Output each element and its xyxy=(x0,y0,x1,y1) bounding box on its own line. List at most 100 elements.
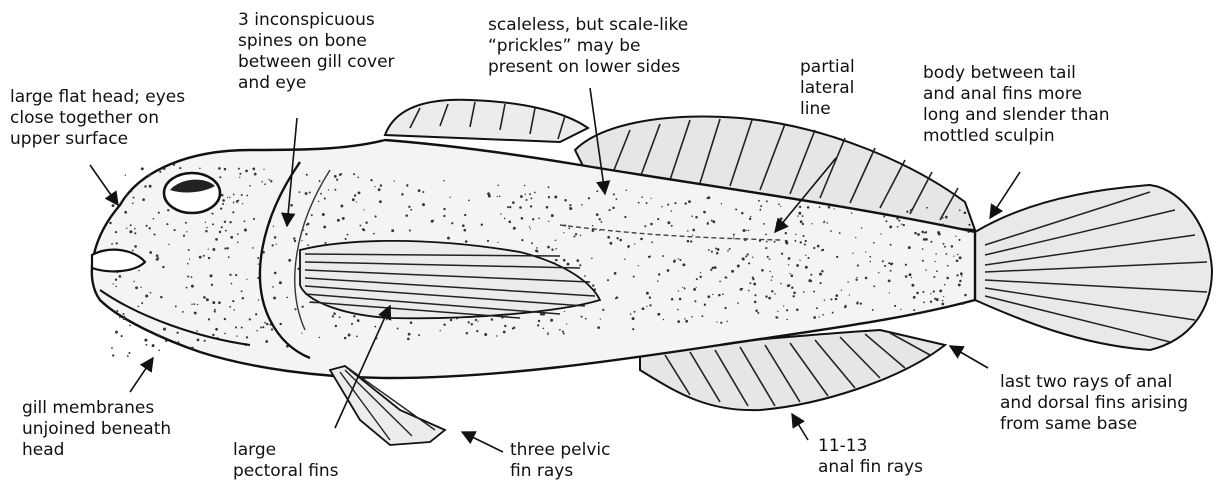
stipple-dot xyxy=(700,272,701,273)
stipple-dot xyxy=(936,270,938,272)
stipple-dot xyxy=(176,332,178,334)
stipple-dot xyxy=(898,220,900,222)
stipple-dot xyxy=(233,202,235,204)
stipple-dot xyxy=(958,283,961,286)
stipple-dot xyxy=(943,296,944,297)
stipple-dot xyxy=(612,207,614,209)
stipple-dot xyxy=(547,332,548,333)
stipple-dot xyxy=(795,234,796,235)
stipple-dot xyxy=(758,200,760,202)
stipple-dot xyxy=(246,195,248,197)
stipple-dot xyxy=(532,218,534,220)
stipple-dot xyxy=(799,206,801,208)
stipple-dot xyxy=(733,238,734,239)
stipple-dot xyxy=(205,222,206,223)
stipple-dot xyxy=(777,317,779,319)
stipple-dot xyxy=(521,217,524,220)
stipple-dot xyxy=(592,225,594,227)
stipple-dot xyxy=(141,302,143,304)
stipple-dot xyxy=(559,329,561,331)
stipple-dot xyxy=(755,309,758,312)
stipple-dot xyxy=(235,326,237,328)
stipple-dot xyxy=(563,232,564,233)
stipple-dot xyxy=(548,221,549,222)
stipple-dot xyxy=(309,192,311,194)
stipple-dot xyxy=(857,264,859,266)
stipple-dot xyxy=(568,227,570,229)
stipple-dot xyxy=(800,241,802,243)
stipple-dot xyxy=(823,221,825,223)
stipple-dot xyxy=(144,185,146,187)
stipple-dot xyxy=(133,281,134,282)
stipple-dot xyxy=(870,261,872,263)
stipple-dot xyxy=(905,275,908,278)
stipple-dot xyxy=(941,303,944,306)
stipple-dot xyxy=(126,228,127,229)
stipple-dot xyxy=(888,280,891,283)
stipple-dot xyxy=(166,223,168,225)
stipple-dot xyxy=(255,313,257,315)
stipple-dot xyxy=(205,230,207,232)
arrow-anal-rays-label xyxy=(792,414,808,440)
stipple-dot xyxy=(254,173,257,176)
stipple-dot xyxy=(794,240,796,242)
stipple-dot xyxy=(827,222,829,224)
stipple-dot xyxy=(182,311,184,313)
stipple-dot xyxy=(233,309,235,311)
stipple-dot xyxy=(942,217,944,219)
stipple-dot xyxy=(551,214,554,217)
stipple-dot xyxy=(563,333,565,335)
stipple-dot xyxy=(224,318,226,320)
stipple-dot xyxy=(273,297,276,300)
stipple-dot xyxy=(370,179,372,181)
stipple-dot xyxy=(708,249,710,251)
stipple-dot xyxy=(262,326,264,328)
stipple-dot xyxy=(294,240,296,242)
stipple-dot xyxy=(710,269,712,271)
stipple-dot xyxy=(942,300,944,302)
stipple-dot xyxy=(471,323,473,325)
stipple-dot xyxy=(112,354,114,356)
stipple-dot xyxy=(747,253,749,255)
stipple-dot xyxy=(126,193,128,195)
stipple-dot xyxy=(204,340,206,342)
stipple-dot xyxy=(334,175,337,178)
stipple-dot xyxy=(197,304,198,305)
stipple-dot xyxy=(258,263,259,264)
stipple-dot xyxy=(792,295,794,297)
stipple-dot xyxy=(375,215,377,217)
stipple-dot xyxy=(266,323,268,325)
stipple-dot xyxy=(749,282,751,284)
stipple-dot xyxy=(168,244,169,245)
stipple-dot xyxy=(306,174,308,176)
stipple-dot xyxy=(596,213,599,216)
label-lateral-line: partial lateral line xyxy=(800,57,855,120)
stipple-dot xyxy=(780,283,782,285)
stipple-dot xyxy=(365,221,367,223)
stipple-dot xyxy=(288,259,291,262)
stipple-dot xyxy=(519,206,522,209)
stipple-dot xyxy=(861,227,862,228)
stipple-dot xyxy=(780,206,781,207)
stipple-dot xyxy=(741,212,744,215)
stipple-dot xyxy=(462,224,465,227)
stipple-dot xyxy=(264,183,266,185)
arrow-last-rays-label xyxy=(950,346,988,368)
stipple-dot xyxy=(765,295,767,297)
stipple-dot xyxy=(855,279,857,281)
stipple-dot xyxy=(237,233,239,235)
stipple-dot xyxy=(581,204,583,206)
stipple-dot xyxy=(246,336,248,338)
stipple-dot xyxy=(265,340,268,343)
stipple-dot xyxy=(852,253,853,254)
stipple-dot xyxy=(685,202,687,204)
stipple-dot xyxy=(717,248,720,251)
stipple-dot xyxy=(286,297,288,299)
stipple-dot xyxy=(187,275,189,277)
stipple-dot xyxy=(233,194,235,196)
stipple-dot xyxy=(657,313,660,316)
stipple-dot xyxy=(638,202,640,204)
stipple-dot xyxy=(835,298,838,301)
stipple-dot xyxy=(662,255,664,257)
stipple-dot xyxy=(633,276,635,278)
